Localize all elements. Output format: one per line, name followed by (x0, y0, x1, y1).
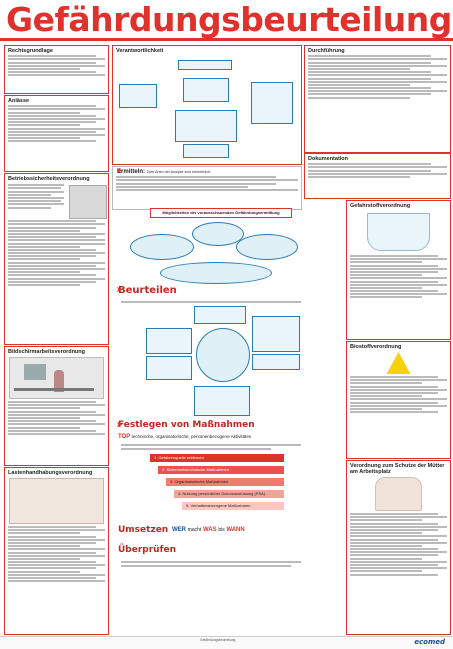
oval-spezielle (160, 262, 272, 284)
heading: Biostoffverordnung (350, 344, 402, 350)
heading: Rechtsgrundlage (8, 48, 53, 54)
lifting-illustration (9, 478, 104, 524)
heading-ueberpruefen: Überprüfen (118, 545, 177, 555)
heading: Betriebssicherheitsverordnung (8, 176, 90, 182)
box-biostoff: Biostoffverordnung (346, 341, 451, 459)
node-unternehmen (146, 356, 192, 380)
flow-arrow-icon: ➤ (116, 166, 123, 175)
top-text: technische, organisatorische, personenbe… (131, 434, 252, 439)
oval-arbeitsablaeufe (130, 234, 194, 260)
node-stand-technik (252, 354, 300, 370)
measure-step: 2. Sicherheitstechnische Maßnahmen (158, 466, 284, 474)
node-wahrscheinlichkeit (194, 306, 246, 324)
node-gefaehrdung (196, 328, 250, 382)
box-betriebssicherheit: Betriebssicherheitsverordnung (4, 173, 109, 345)
heading: Lastenhandhabungsverordnung (8, 470, 93, 476)
mother-illustration (375, 477, 422, 511)
heading: Gefahrstoffverordnung (350, 203, 411, 209)
top-line: TOP technische, organisatorische, person… (118, 434, 251, 440)
footer-title: Gefährdungsbeurteilung (200, 638, 236, 642)
box-ermitteln: Ermitteln: Zwei Arten der Analyse sind e… (112, 166, 302, 210)
heading: Anlässe (8, 98, 30, 104)
flow-arrow-icon: ➤ (116, 285, 123, 294)
heading-festlegen: Festlegen von Maßnahmen (118, 420, 255, 430)
moeglichkeiten-label: Möglichkeiten der vorausschauenden Gefäh… (150, 208, 292, 218)
page-title: Gefährdungsbeurteilung (6, 0, 452, 39)
publisher-logo: ecomed (414, 638, 445, 646)
machine-illustration (69, 185, 107, 219)
box-verantwortlichkeit: Verantwortlichkeit (112, 45, 302, 165)
heading: Bildschirmarbeitsverordnung (8, 349, 86, 355)
heading-beurteilen: Beurteilen (118, 285, 177, 296)
node-schutzziel (194, 386, 250, 416)
heading: Verordnung zum Schutze der Mütter am Arb… (350, 463, 445, 475)
oval-begehungen (192, 222, 244, 246)
box-anlaesse: Anlässe (4, 95, 109, 172)
measure-step: 4. Nutzung persönlicher Schutzausrüstung… (174, 490, 284, 498)
heading: Verantwortlichkeit (116, 48, 164, 54)
heading: Dokumentation (308, 156, 349, 162)
measure-step: 5. Verhaltensbezogene Maßnahmen (182, 502, 284, 510)
box-durchfuehrung: Durchführung (304, 45, 451, 153)
box-mutterschutz: Verordnung zum Schutze der Mütter am Arb… (346, 460, 451, 635)
flow-arrow-icon: ➤ (116, 420, 123, 429)
box-lastenhandhabung: Lastenhandhabungsverordnung (4, 467, 109, 635)
box-bildschirmarbeit: Bildschirmarbeitsverordnung (4, 346, 109, 466)
node-grenzwerte (146, 328, 192, 354)
top-abbrev: TOP (118, 434, 131, 440)
footer: Gefährdungsbeurteilung (0, 636, 453, 649)
measure-step: 3. Organisatorische Maßnahmen (166, 478, 284, 486)
desk-illustration (9, 357, 104, 399)
box-gefahrstoff: Gefahrstoffverordnung (346, 200, 451, 340)
heading-umsetzen: Umsetzen (118, 525, 169, 535)
oval-objektorientiert (236, 234, 298, 260)
node-risiko (252, 316, 300, 352)
title-rule (0, 38, 453, 41)
subheading: Zwei Arten der Analyse sind erforderlich… (146, 170, 212, 174)
box-dokumentation: Dokumentation (304, 153, 451, 199)
title-bar: Gefährdungsbeurteilung (0, 0, 453, 40)
box-rechtsgrundlage: Rechtsgrundlage (4, 45, 109, 94)
flask-illustration (367, 213, 430, 251)
measure-step: 1. Gefahrenquelle entfernen (150, 454, 284, 462)
biohazard-icon (386, 352, 411, 374)
heading: Ermitteln: (117, 169, 146, 175)
heading: Durchführung (308, 48, 345, 54)
wer-was-wann: WER macht WAS bis WANN (172, 527, 245, 533)
